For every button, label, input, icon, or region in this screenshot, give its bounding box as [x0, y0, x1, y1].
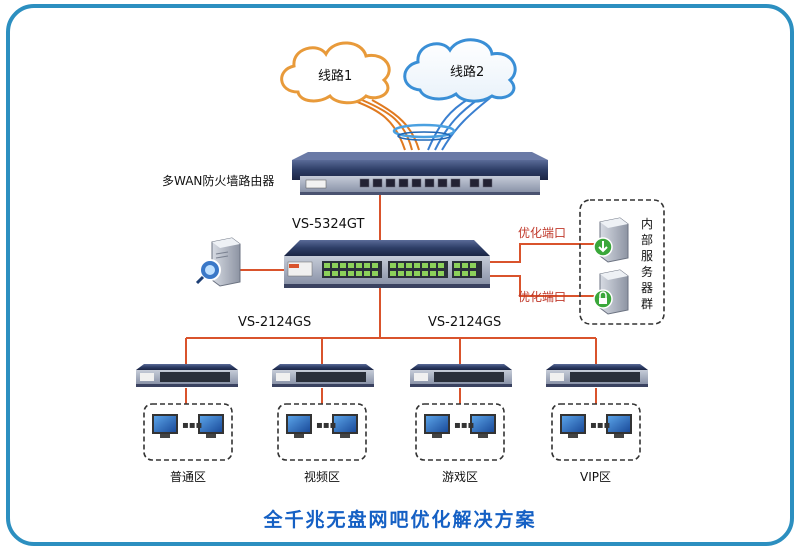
access-switch-model: VS-2124GS [428, 315, 502, 330]
access-switch-model: VS-2124GS [238, 315, 312, 330]
lock-icon [593, 289, 613, 309]
svg-text:▪▪▪: ▪▪▪ [182, 420, 202, 431]
arrow-down-icon [593, 237, 613, 257]
cloud-label-line1: 线路1 [318, 69, 353, 84]
monitor-icon: ▪▪▪ [424, 414, 496, 438]
monitor-icon: ▪▪▪ [286, 414, 358, 438]
switch-icon [284, 240, 490, 288]
svg-text:▪▪▪: ▪▪▪ [316, 420, 336, 431]
server-group-box [579, 199, 665, 325]
zone-label-normal: 普通区 [170, 470, 207, 484]
zone-label-video: 视频区 [304, 470, 341, 484]
monitor-icon: ▪▪▪ [560, 414, 632, 438]
svg-text:▪▪▪: ▪▪▪ [590, 420, 610, 431]
cloud-icon [403, 38, 517, 103]
router-label: 多WAN防火墙路由器 [162, 174, 275, 188]
monitor-icon: ▪▪▪ [152, 414, 224, 438]
switch-icon [272, 364, 374, 387]
router-icon [292, 152, 548, 195]
zone-boxes [143, 403, 641, 461]
svg-text:▪▪▪: ▪▪▪ [454, 420, 474, 431]
optimize-port-label: 优化端口 [518, 290, 567, 304]
optimize-links [490, 243, 600, 297]
page-title: 全千兆无盘网吧优化解决方案 [263, 509, 537, 531]
switch-icon [410, 364, 512, 387]
server-group-label: 内部服务器群 [640, 217, 653, 311]
magnifier-icon [195, 259, 221, 285]
fiber-links [351, 97, 491, 151]
zone-label-game: 游戏区 [442, 470, 479, 484]
optimize-port-label: 优化端口 [518, 226, 567, 240]
cloud-label-line2: 线路2 [450, 65, 485, 80]
cloud-icon [280, 41, 391, 105]
distribution-links [185, 288, 597, 404]
core-switch-model: VS-5324GT [292, 217, 365, 232]
zone-label-vip: VIP区 [580, 470, 611, 484]
switch-icon [546, 364, 648, 387]
switch-icon [136, 364, 238, 387]
